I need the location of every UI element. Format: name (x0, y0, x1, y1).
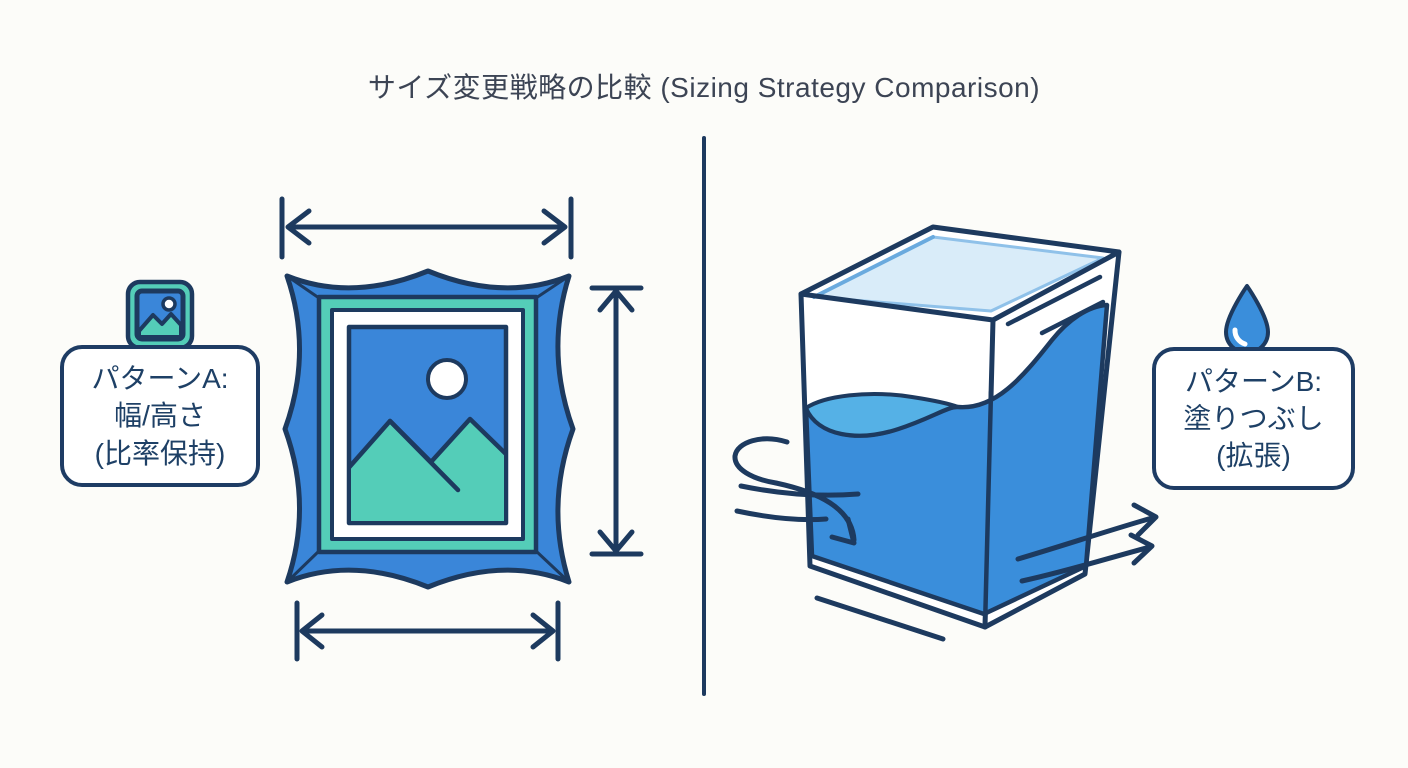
inflow-arrows (732, 436, 861, 546)
pattern-b-line-3: (拡張) (1216, 440, 1291, 472)
pattern-a-line-1: パターンA: (91, 363, 229, 395)
width-arrow-bottom (294, 600, 561, 662)
pattern-b-line-1: パターンB: (1184, 365, 1323, 397)
liquid-surface (804, 392, 960, 438)
pattern-b-line-2: 塗りつぶし (1183, 402, 1324, 434)
image-icon (125, 279, 195, 351)
width-arrow-top (279, 196, 574, 260)
pattern-a-line-2: 幅/高さ (114, 400, 206, 432)
height-arrow (589, 285, 644, 557)
glass-reflection (1005, 274, 1106, 336)
diagram-title: サイズ変更戦略の比較 (Sizing Strategy Comparison) (367, 72, 1041, 103)
pattern-b-label: パターンB: 塗りつぶし (拡張) (1152, 347, 1355, 490)
ground-shadow-line (814, 595, 946, 642)
water-drop-icon (1224, 284, 1270, 355)
framed-picture (346, 324, 509, 526)
picture-sun (426, 358, 468, 400)
pattern-a-label: パターンA: 幅/高さ (比率保持) (60, 345, 260, 487)
glass-illustration (732, 224, 1159, 642)
pattern-a-line-3: (比率保持) (94, 437, 226, 469)
liquid (803, 302, 1110, 630)
outflow-arrows (1015, 502, 1159, 584)
center-divider (702, 136, 706, 696)
frame-illustration (279, 196, 644, 662)
ornate-frame (282, 268, 576, 590)
